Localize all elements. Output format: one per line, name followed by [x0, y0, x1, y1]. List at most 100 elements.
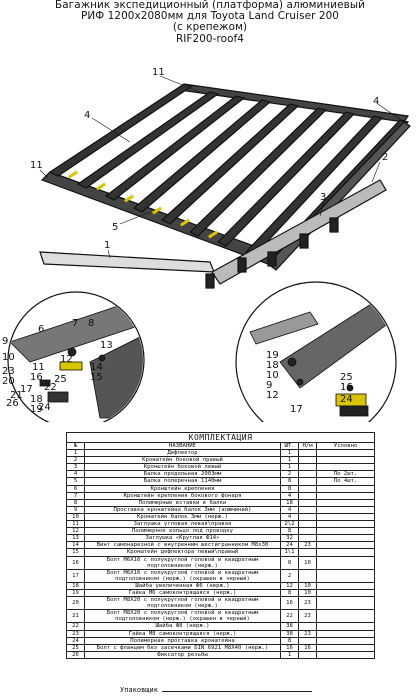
callout-left-10: 10	[2, 352, 15, 363]
row-qty: 16	[280, 643, 299, 652]
callout-right-12: 12	[266, 390, 279, 401]
row-torque	[298, 477, 317, 486]
row-torque	[298, 463, 317, 472]
rack-platform	[39, 83, 411, 289]
row-number: 18	[66, 581, 85, 590]
row-qty: 1	[280, 456, 299, 465]
row-conditional	[315, 520, 376, 529]
row-number: 21	[66, 609, 85, 624]
row-conditional	[315, 505, 376, 514]
row-torque	[298, 520, 317, 529]
row-name: Кронштейн крепления	[84, 484, 281, 493]
callout-left-20: 20	[2, 376, 15, 387]
header-torque: Н/м	[298, 441, 317, 451]
callout-right-25: 25	[340, 372, 353, 383]
header-name: НАЗВАНИЕ	[84, 441, 281, 451]
callout-4-left: 4	[84, 110, 90, 121]
row-name: Болт М8Х20 с полукруглой головой и квадр…	[84, 609, 281, 624]
row-conditional	[315, 555, 376, 570]
row-torque	[298, 491, 317, 500]
footer: Упаковщик	[120, 686, 312, 694]
row-conditional	[315, 650, 376, 659]
callout-left-23: 23	[2, 366, 15, 377]
row-torque: 23	[298, 596, 317, 611]
callout-11-top: 11	[152, 67, 165, 78]
row-qty: 8	[280, 555, 299, 570]
row-qty: 18	[280, 498, 299, 507]
row-qty: 38	[280, 629, 299, 638]
row-conditional	[315, 636, 376, 645]
row-torque	[298, 512, 317, 522]
row-conditional	[315, 596, 376, 611]
row-qty: 1	[280, 463, 299, 472]
row-number: 17	[66, 568, 85, 583]
row-number: 1	[66, 449, 85, 458]
row-number: 10	[66, 512, 85, 522]
row-conditional	[315, 609, 376, 624]
row-qty: 38	[280, 622, 299, 631]
row-torque	[298, 456, 317, 465]
callout-left-22: 22	[44, 382, 57, 393]
title-line-3: (с крепежом)	[172, 21, 248, 34]
row-torque	[298, 650, 317, 659]
row-name: Полимерная проставка кронштейна	[84, 636, 281, 645]
callout-left-6: 6	[38, 324, 44, 335]
row-qty: 8	[280, 588, 299, 598]
spec-table-container: КОМПЛЕКТАЦИЯ № НАЗВАНИЕ ШТ. Н/м Условно …	[65, 432, 376, 659]
callout-11-left: 11	[30, 160, 43, 171]
callout-left-24: 24	[38, 402, 51, 413]
row-name: Кронштейн боковой левый	[84, 463, 281, 472]
row-torque	[298, 484, 317, 493]
row-name: Болт М6Х16 с полукруглой головой и квадр…	[84, 555, 281, 570]
row-qty: 1\1	[280, 548, 299, 557]
row-conditional	[315, 449, 376, 458]
row-qty: 32	[280, 534, 299, 543]
callout-left-14: 14	[90, 362, 103, 373]
row-torque: 10	[298, 581, 317, 590]
row-number: 23	[66, 629, 85, 638]
row-number: 13	[66, 534, 85, 543]
row-conditional	[315, 629, 376, 638]
callout-left-21: 21	[10, 390, 23, 401]
row-name: Проставка кронштейна балок 3мм (алюминий…	[84, 505, 281, 514]
row-torque	[298, 498, 317, 507]
callout-left-25: 25	[54, 374, 67, 385]
callout-left-18: 18	[30, 394, 43, 405]
row-qty: 4	[280, 505, 299, 514]
row-torque	[298, 636, 317, 645]
leader-lines	[39, 75, 405, 259]
row-number: 26	[66, 650, 85, 659]
title-line-2: РИФ 1200х2080мм для Toyota Land Cruiser …	[80, 10, 340, 23]
row-number: 14	[66, 541, 85, 550]
callout-right-9: 9	[266, 380, 272, 391]
row-number: 6	[66, 484, 85, 493]
detail-right: 19 18 10 9 12 25 16 17 24	[235, 281, 397, 422]
row-conditional	[315, 534, 376, 543]
callout-left-16: 16	[30, 372, 43, 383]
row-torque	[298, 568, 317, 583]
row-conditional	[315, 548, 376, 557]
row-conditional	[315, 643, 376, 652]
header-qty: ШТ.	[280, 441, 299, 451]
callout-right-16: 16	[340, 382, 353, 393]
callout-right-18: 18	[266, 360, 279, 371]
row-torque	[298, 534, 317, 543]
row-qty: 2	[280, 568, 299, 583]
row-qty: 22	[280, 609, 299, 624]
row-torque: 23	[298, 629, 317, 638]
callout-1: 1	[104, 240, 110, 251]
assembly-drawing: 11 4 4 11 5 1 2 3 6 7 8 9 10 11 12 13 14…	[2, 67, 411, 422]
